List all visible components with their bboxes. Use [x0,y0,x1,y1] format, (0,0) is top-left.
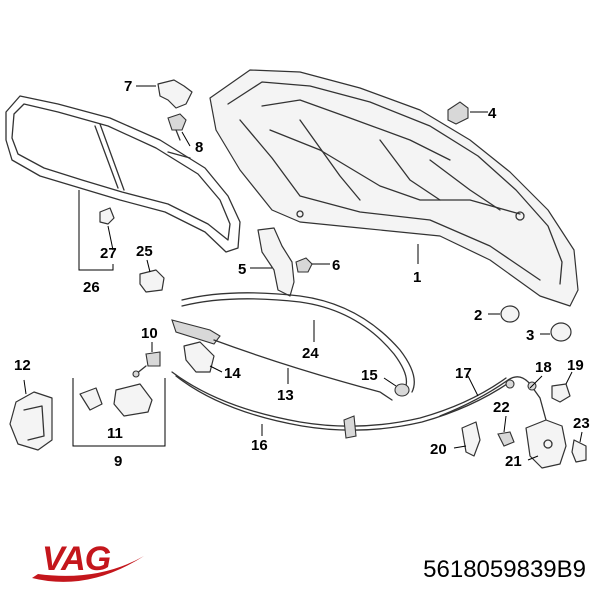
callout-7: 7 [124,78,132,95]
callout-15: 15 [361,367,378,384]
callout-13: 13 [277,387,294,404]
release-cable-13 [171,319,393,401]
callout-18: 18 [535,359,552,376]
callout-8: 8 [195,139,203,156]
callout-11: 11 [107,425,123,442]
latch-part-20 [461,421,481,457]
callout-2: 2 [474,307,482,324]
bolt-10 [132,351,161,378]
bump-stop-4 [447,101,469,125]
logo-text: VAG [42,540,111,578]
bracket-14 [183,341,215,373]
clip-23 [571,439,587,463]
grommet-15 [394,383,410,397]
callout-6: 6 [332,257,340,274]
linkage-17-18 [439,376,547,421]
group-bracket-9 [72,378,166,447]
hood-latch-21 [525,419,567,469]
clip-7 [157,79,193,109]
callout-19: 19 [567,357,584,374]
release-handle-11 [79,383,153,417]
callout-20: 20 [430,441,447,458]
callout-26: 26 [83,279,100,296]
bolt-8 [167,113,187,141]
callout-3: 3 [526,327,534,344]
clip-19 [551,383,571,403]
callout-23: 23 [573,415,590,432]
vag-logo: VAG [32,540,144,582]
callout-4: 4 [488,105,497,122]
buffer-3 [550,322,572,342]
buffer-2 [500,305,520,323]
leader-lines [23,85,583,461]
bolt-22 [497,431,515,447]
bracket-12 [9,391,53,451]
group-bracket-26 [78,190,114,271]
callout-24: 24 [302,345,319,362]
release-cable-16 [171,371,511,439]
callout-14: 14 [224,365,241,382]
callout-27: 27 [100,245,117,262]
hood-insulation-pad [5,95,241,253]
callout-22: 22 [493,399,510,416]
callout-10: 10 [141,325,158,342]
part-number: 5618059839B9 [423,556,586,583]
callout-17: 17 [455,365,472,382]
hood-panel [209,69,579,307]
callout-25: 25 [136,243,153,260]
callout-9: 9 [114,453,122,470]
callout-12: 12 [14,357,31,374]
callout-5: 5 [238,261,246,278]
clip-27 [99,207,115,225]
seal-strip-24 [181,292,415,393]
hinge-5 [257,227,295,297]
callout-21: 21 [505,453,522,470]
logo-swoosh [32,556,144,582]
callout-16: 16 [251,437,268,454]
callout-1: 1 [413,269,421,286]
bracket-25 [139,269,165,293]
bolt-6 [295,257,313,273]
